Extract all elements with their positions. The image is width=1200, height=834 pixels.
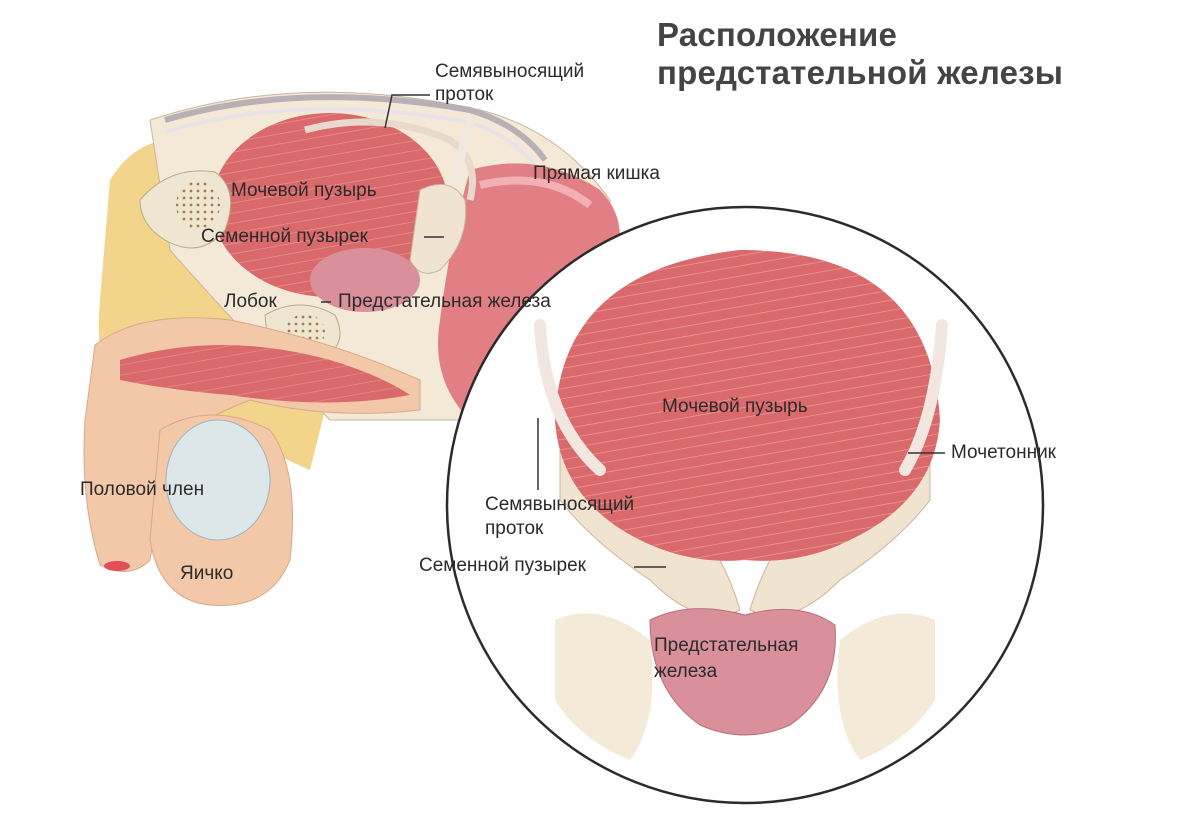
side-view — [83, 91, 620, 606]
detail-label-prostate: Предстательная железа — [654, 635, 799, 682]
detail-ureter — [899, 319, 948, 476]
detail-prostate — [649, 608, 836, 736]
testis — [165, 419, 271, 541]
prostate — [310, 248, 420, 312]
detail-label-seminal-vesicle: Семенной пузырек — [419, 555, 586, 576]
diagram-title-line1: Расположение — [657, 16, 898, 53]
rectum — [438, 163, 620, 421]
label-prostate: Предстательная железа — [338, 291, 551, 312]
detail-vas-deferens — [534, 319, 606, 476]
seminal-vesicle — [409, 183, 467, 274]
label-testis: Яичко — [180, 563, 234, 584]
diagram-title: Расположение предстательной железы — [657, 16, 1063, 92]
label-seminal-vesicle: Семенной пузырек — [201, 226, 368, 247]
label-vas-deferens: Семявыносящий проток — [435, 61, 585, 105]
side-leaders — [321, 94, 444, 303]
detail-leaders — [537, 418, 945, 568]
detail-label-bladder: Мочевой пузырь — [662, 396, 808, 417]
detail-label-vas-deferens: Семявыносящий проток — [485, 494, 635, 539]
vas-deferens — [304, 118, 476, 201]
label-penis: Половой член — [80, 479, 205, 500]
base-tissue-right — [837, 613, 935, 760]
label-bladder: Мочевой пузырь — [231, 180, 377, 201]
detail-view — [445, 205, 1045, 805]
base-tissue-left — [555, 613, 653, 760]
label-rectum: Прямая кишка — [533, 163, 660, 184]
detail-label-ureter: Мочетонник — [951, 442, 1056, 463]
glans-opening — [104, 561, 130, 571]
diagram-title-line2: предстательной железы — [657, 54, 1064, 91]
label-pubis: Лобок — [224, 291, 277, 312]
